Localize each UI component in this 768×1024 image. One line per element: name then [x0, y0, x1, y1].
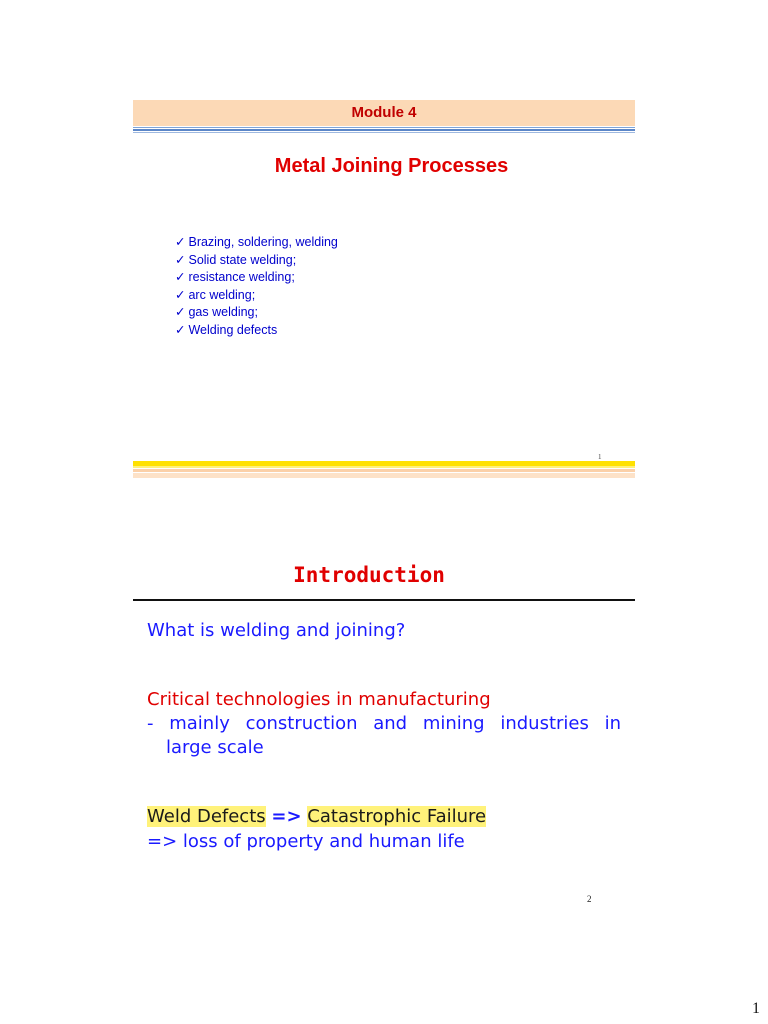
arrow-symbol: =>	[271, 806, 302, 827]
slide2-title: Introduction	[293, 563, 445, 587]
topic-label: arc welding;	[188, 287, 256, 302]
question-text: What is welding and joining?	[147, 620, 406, 641]
slide1-footer-band	[133, 461, 635, 478]
list-item: ✓gas welding;	[175, 304, 338, 322]
checkmark-icon: ✓	[175, 287, 186, 302]
list-item: ✓Brazing, soldering, welding	[175, 234, 338, 252]
checkmark-icon: ✓	[175, 322, 186, 337]
checkmark-icon: ✓	[175, 235, 186, 249]
detail-line-2: large scale	[166, 737, 264, 758]
topic-list: ✓Brazing, soldering, welding ✓Solid stat…	[175, 234, 338, 340]
catastrophic-failure-highlight: Catastrophic Failure	[307, 806, 487, 827]
slide2-page-number: 2	[587, 894, 592, 904]
list-item: ✓Solid state welding;	[175, 252, 338, 270]
checkmark-icon: ✓	[175, 252, 186, 267]
topic-label: Solid state welding;	[188, 252, 297, 267]
topic-label: Welding defects	[188, 322, 278, 337]
critical-text: Critical technologies in manufacturing	[147, 689, 491, 710]
topic-label: resistance welding;	[188, 270, 295, 285]
list-item: ✓arc welding;	[175, 287, 338, 305]
title-divider	[133, 599, 635, 601]
list-item: ✓resistance welding;	[175, 269, 338, 287]
weld-defects-line: Weld Defects => Catastrophic Failure	[147, 806, 487, 827]
loss-text: => loss of property and human life	[147, 831, 465, 852]
topic-label: gas welding;	[188, 305, 258, 320]
detail-line-1: - mainly construction and mining industr…	[147, 713, 621, 734]
module-label: Module 4	[351, 104, 417, 121]
weld-defects-highlight: Weld Defects	[147, 806, 266, 827]
topic-label: Brazing, soldering, welding	[188, 235, 338, 249]
slide1-header-band	[133, 100, 635, 126]
slide1-header-stripes	[133, 126, 635, 134]
checkmark-icon: ✓	[175, 270, 186, 285]
list-item: ✓Welding defects	[175, 322, 338, 340]
slide1-page-number: 1	[598, 453, 602, 461]
checkmark-icon: ✓	[175, 305, 186, 320]
slide1-title: Metal Joining Processes	[274, 155, 509, 177]
document-page-number: 1	[752, 1000, 760, 1017]
